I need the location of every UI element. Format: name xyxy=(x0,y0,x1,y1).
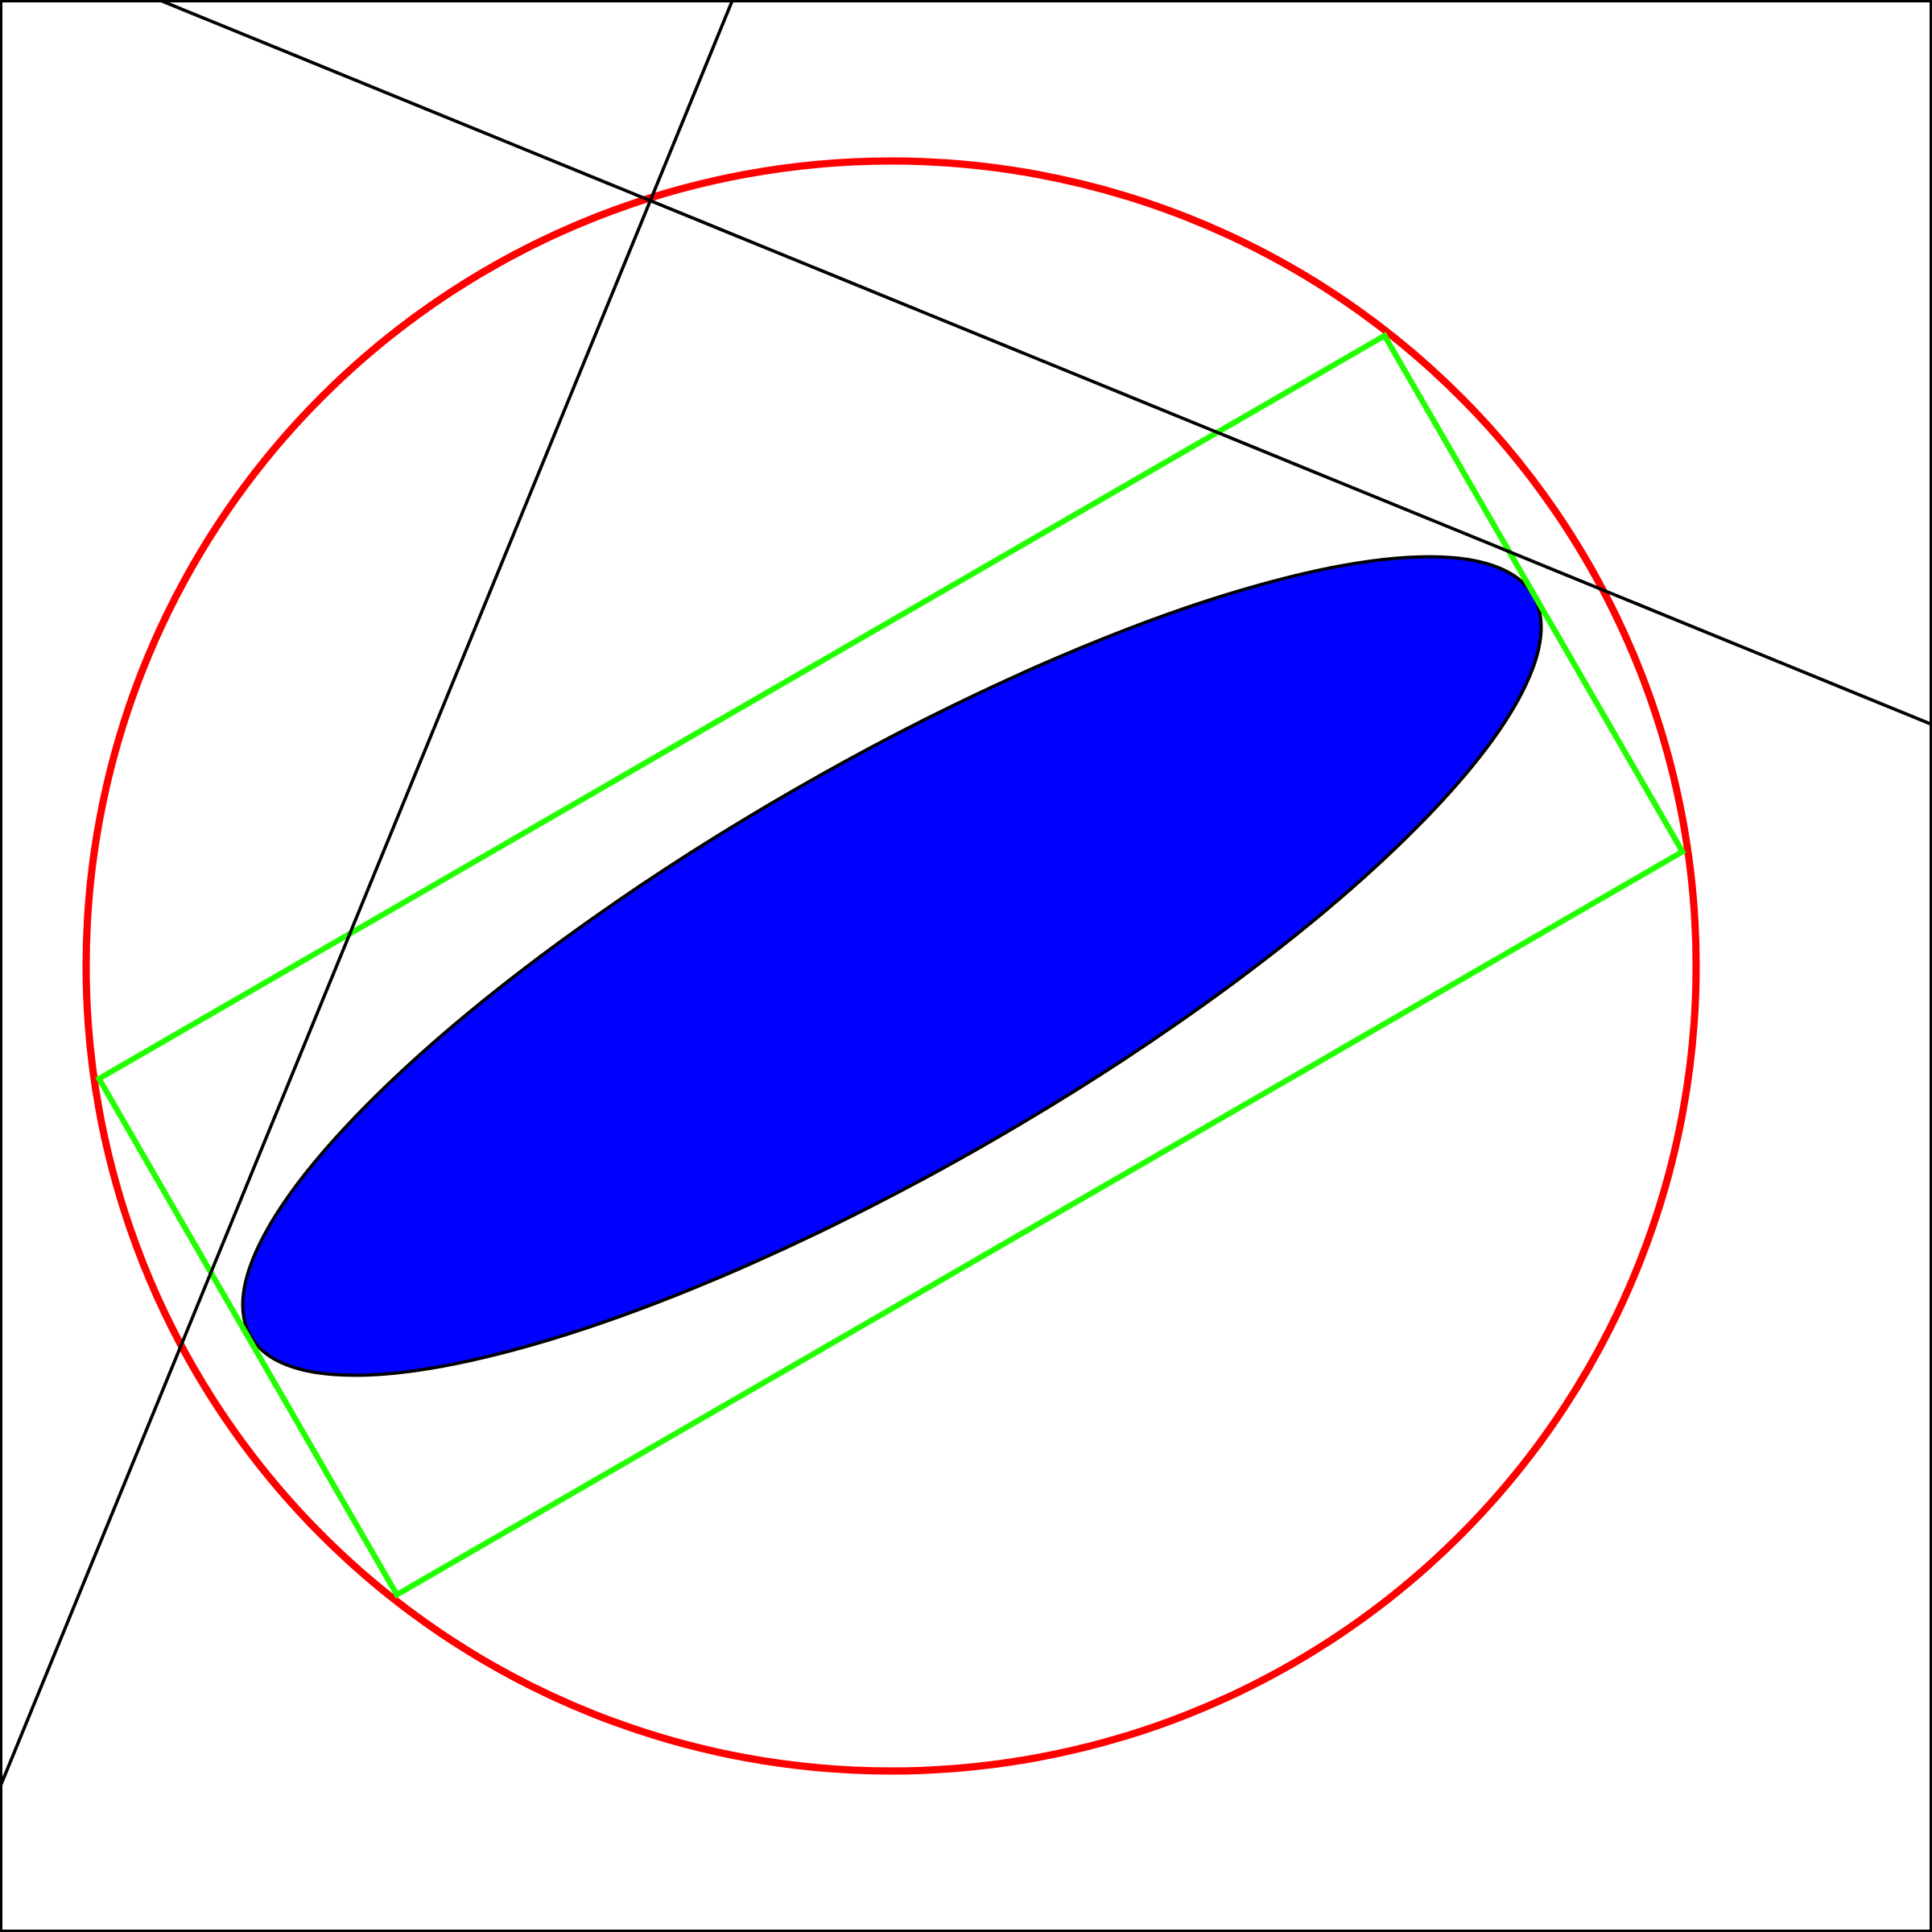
inscribed-rotated-rectangle xyxy=(95,332,1686,1599)
circumscribed-circle xyxy=(82,157,1700,1775)
black-line-steep xyxy=(0,0,734,1788)
black-line-shallow xyxy=(159,0,1932,726)
